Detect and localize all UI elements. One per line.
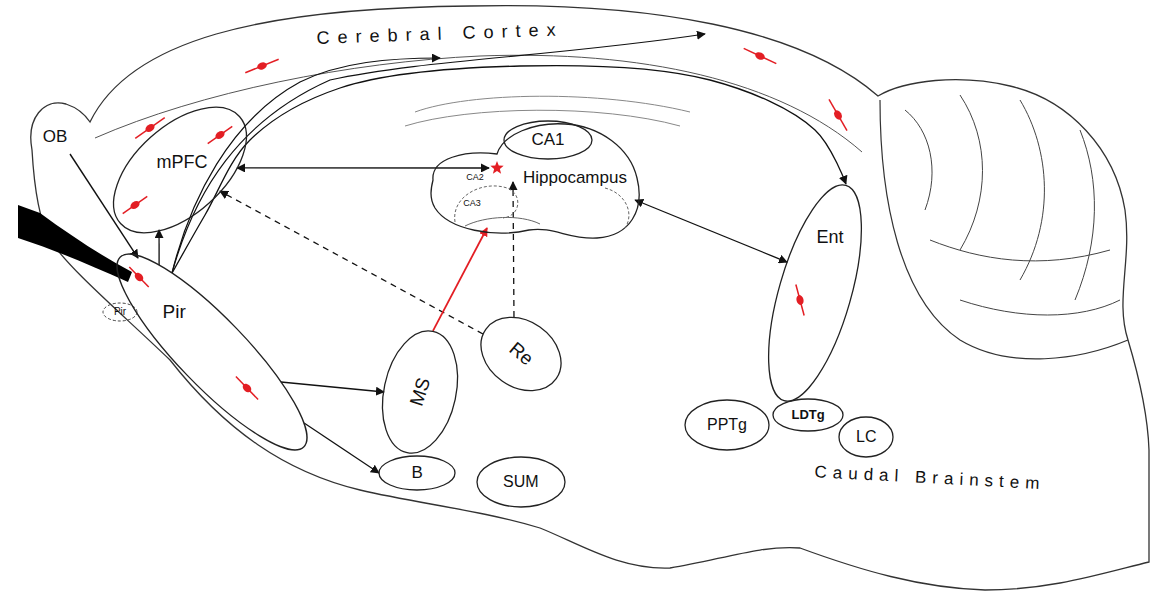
projection-arrow [304, 423, 379, 473]
cerebellum-folium [1020, 100, 1044, 280]
region-name: Hippocampus [523, 168, 627, 188]
cerebellum-folium [960, 95, 983, 250]
label-anchor: OB [41, 127, 70, 147]
neuron [826, 98, 850, 133]
structure-label: CA2 [466, 172, 484, 182]
region-name: B [412, 463, 423, 483]
cerebellum-folium [930, 240, 1110, 261]
hippocampus-outline [431, 124, 639, 238]
region-ellipse [467, 302, 575, 405]
brain-region: LC [838, 416, 894, 458]
brain-region: LDTg [772, 398, 844, 432]
projection-arrow [281, 382, 384, 392]
region-name: CA1 [532, 130, 565, 150]
cerebellum-folium [905, 110, 932, 210]
neuron [121, 194, 150, 217]
structure-label: OB [41, 127, 70, 147]
region-ellipse [773, 399, 843, 431]
white-matter-line [415, 96, 690, 112]
region-ellipse [96, 233, 328, 470]
region-name: SUM [503, 473, 539, 491]
structure-label: Pir [114, 306, 126, 318]
olfactory-band [18, 205, 132, 282]
region-ellipse [477, 457, 565, 507]
projection-arrow [635, 200, 787, 262]
region-ellipse [839, 417, 893, 457]
structure-label: Cerebral Cortex [316, 19, 564, 48]
neuron [792, 284, 807, 317]
brain-region: mPFC [92, 85, 268, 255]
region-ellipse [91, 84, 269, 256]
cortex-projection-arrow [172, 58, 440, 273]
region-ellipse [504, 121, 592, 159]
structure-label: CA3 [463, 198, 481, 208]
brain-outline [31, 6, 1149, 590]
neuron [742, 45, 778, 67]
neuron [244, 56, 280, 76]
region-name: Re [505, 338, 538, 370]
region-ellipse [685, 400, 769, 450]
label-anchor: Cerebral Cortex [316, 19, 564, 48]
hippocampus-outline [605, 188, 629, 228]
cerebellum-folium [960, 300, 1120, 315]
brain-region: PPTg [684, 399, 770, 451]
cerebellum-folium [1075, 130, 1094, 300]
ca2-star [490, 161, 503, 174]
brain-region: SUM [476, 456, 566, 508]
label-anchor: Pir [114, 306, 126, 318]
hippocampus-outline [455, 186, 518, 222]
region-name: LC [856, 428, 876, 446]
region-name: PPTg [707, 416, 747, 434]
brain-region: MS [372, 324, 468, 460]
brain-region: Hippocampus CA1 [425, 118, 645, 243]
label-anchor: Caudal Brainstem [814, 462, 1046, 494]
region-name: LDTg [792, 408, 825, 423]
projection-arrow [512, 182, 514, 317]
hippocampus-outline [465, 217, 540, 226]
region-name: Ent [817, 227, 844, 248]
region-ellipse [372, 324, 468, 460]
brain-region: B [378, 455, 456, 491]
projection-arrow [433, 228, 487, 331]
projection-arrow [172, 66, 846, 273]
region-ellipse [750, 175, 881, 410]
region-name: Pir [163, 301, 186, 323]
brain-region: CA1 [503, 120, 593, 160]
cerebellum-boundary [880, 100, 1128, 359]
label-anchor: CA2 [466, 172, 484, 182]
brain-region: Re [467, 302, 575, 406]
region-name: mPFC [157, 152, 208, 173]
neuron [206, 124, 235, 147]
region-outline [96, 233, 328, 471]
projection-arrow [237, 167, 489, 168]
white-matter-line [405, 110, 680, 126]
projection-arrow [158, 230, 159, 265]
neuron [127, 264, 151, 289]
neuron [233, 374, 260, 402]
brain-region: Pir [96, 233, 328, 471]
label-anchor: CA3 [463, 198, 481, 208]
region-outline [750, 175, 880, 411]
brain-region: Ent [750, 175, 880, 411]
region-ellipse [379, 456, 455, 490]
region-name: MS [405, 375, 435, 409]
bulb-projection-arrow [70, 154, 138, 258]
cortex-inner-boundary [95, 55, 862, 152]
structure-label: Caudal Brainstem [814, 462, 1046, 494]
